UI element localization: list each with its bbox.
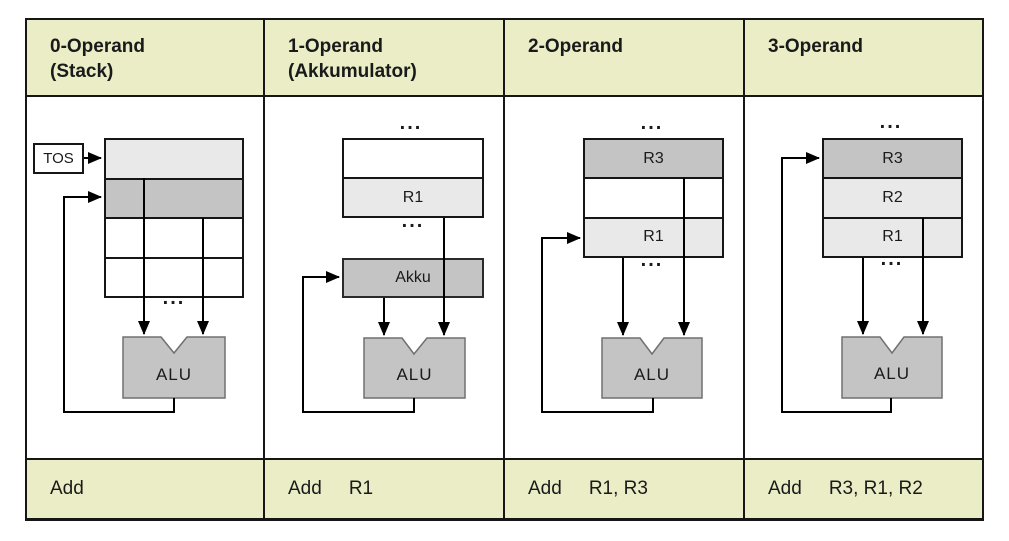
column-divider-3 [743, 20, 745, 519]
column-divider-2 [503, 20, 505, 519]
operand-list: R1, R3 [588, 477, 648, 499]
ellipsis-below-registers: ... [401, 210, 425, 232]
register-block: R3 R1 [583, 138, 724, 258]
akku-label: Akku [395, 269, 431, 286]
header-subtitle: (Akkumulator) [288, 61, 417, 82]
alu-label: ALU [155, 365, 193, 384]
stack-cell-2 [106, 177, 242, 217]
header-title: 0-Operand [50, 36, 146, 57]
alu-label: ALU [396, 365, 433, 384]
ellipsis-below-stack: ... [162, 287, 186, 309]
tos-label: TOS [43, 150, 74, 167]
mnemonic: Add [50, 477, 84, 499]
header-title: 1-Operand [288, 36, 384, 57]
ellipsis-above-registers: ... [399, 112, 423, 134]
mnemonic: Add [768, 477, 802, 499]
header-1-operand: 1-Operand (Akkumulator) [265, 20, 503, 95]
column-divider-1 [263, 20, 265, 519]
instruction-1-operand: Add R1 [265, 460, 503, 517]
ellipsis-above-registers: ... [640, 112, 664, 134]
register-cell-r2: R2 [824, 177, 961, 217]
register-cell-empty [585, 177, 722, 217]
header-title: 3-Operand [768, 36, 864, 57]
stack-cell-top [106, 140, 242, 178]
register-cell-r3: R3 [585, 140, 722, 178]
header-title: 2-Operand [528, 36, 624, 57]
stack-cell-3 [106, 217, 242, 257]
header-0-operand: 0-Operand (Stack) [27, 20, 263, 95]
mnemonic: Add [288, 477, 322, 499]
ellipsis-below-registers: ... [640, 249, 664, 271]
mnemonic: Add [528, 477, 562, 499]
operand-list: R3, R1, R2 [828, 477, 923, 499]
alu-label: ALU [873, 364, 911, 383]
register-cell-r3: R3 [824, 140, 961, 178]
register-block: R1 [342, 138, 484, 218]
akku-box: Akku [342, 258, 484, 298]
ellipsis-below-registers: ... [880, 248, 904, 270]
stack-register-block [104, 138, 244, 298]
register-cell-r1: R1 [344, 177, 482, 216]
header-3-operand: 3-Operand [745, 20, 982, 95]
alu-label: ALU [633, 365, 671, 384]
register-block: R3 R2 R1 [822, 138, 963, 258]
header-2-operand: 2-Operand [505, 20, 743, 95]
ellipsis-above-registers: ... [879, 111, 903, 133]
header-subtitle: (Stack) [50, 61, 114, 82]
instruction-3-operand: Add R3, R1, R2 [745, 460, 982, 517]
instruction-2-operand: Add R1, R3 [505, 460, 743, 517]
instruction-0-operand: Add [27, 460, 263, 517]
tos-box: TOS [33, 143, 84, 174]
register-cell-empty [344, 140, 482, 177]
table-frame [25, 18, 984, 521]
operand-list: R1 [348, 477, 374, 499]
